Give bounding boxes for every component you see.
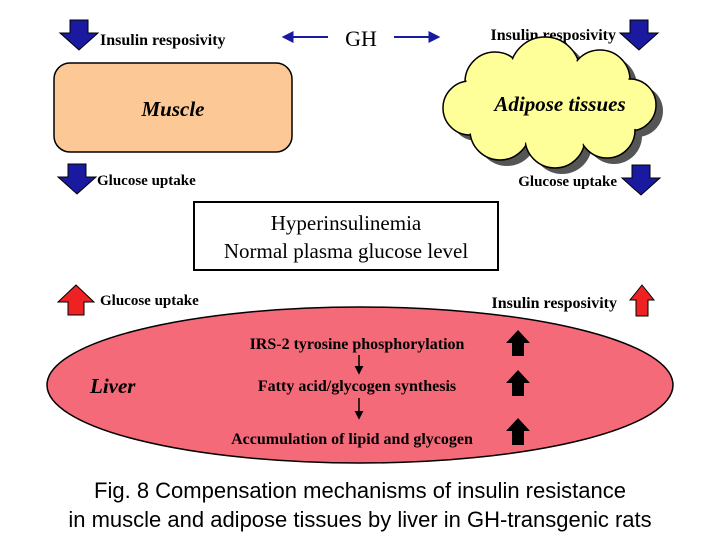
top-right-down-arrow-icon xyxy=(618,19,660,51)
center-box-line2: Normal plasma glucose level xyxy=(224,239,469,263)
muscle-label: Muscle xyxy=(141,97,205,121)
center-box-line1: Hyperinsulinemia xyxy=(271,211,422,235)
adipose-label: Adipose tissues xyxy=(492,92,625,116)
lower-insulin-label: Insulin resposivity xyxy=(491,295,617,312)
adipose-cloud: Adipose tissues xyxy=(442,36,663,174)
liver-ellipse: Liver IRS-2 tyrosine phosphorylation Fat… xyxy=(46,306,674,464)
liver-step-1: IRS-2 tyrosine phosphorylation xyxy=(250,336,465,353)
glucose-uptake-right-label: Glucose uptake xyxy=(518,174,617,190)
liver-step-1-up-arrow-icon xyxy=(506,330,530,356)
muscle-box: Muscle xyxy=(53,62,293,153)
liver-label: Liver xyxy=(89,374,136,398)
liver-step-2-up-arrow-icon xyxy=(506,370,530,396)
liver-step-3-up-arrow-icon xyxy=(506,418,530,445)
glucose-uptake-left-label: Glucose uptake xyxy=(97,173,196,189)
caption-line2: in muscle and adipose tissues by liver i… xyxy=(68,507,651,532)
top-left-down-arrow-icon xyxy=(58,19,100,51)
lower-left-up-arrow-icon xyxy=(56,284,96,316)
glucose-left-down-arrow-icon xyxy=(56,163,98,195)
top-left-insulin-label: Insulin resposivity xyxy=(100,32,226,49)
lower-glucose-uptake-label: Glucose uptake xyxy=(100,293,199,309)
liver-step-3: Accumulation of lipid and glycogen xyxy=(231,431,473,448)
lower-right-up-arrow-icon xyxy=(628,284,656,317)
liver-step-2: Fatty acid/glycogen synthesis xyxy=(258,378,456,395)
caption-line1: Fig. 8 Compensation mechanisms of insuli… xyxy=(94,478,626,503)
adipose-cloud-fill xyxy=(444,38,655,167)
hyperinsulinemia-box: Hyperinsulinemia Normal plasma glucose l… xyxy=(193,201,499,271)
glucose-right-down-arrow-icon xyxy=(620,164,662,196)
gh-label: GH xyxy=(345,26,377,51)
top-right-insulin-label: Insulin resposivity xyxy=(490,27,616,44)
